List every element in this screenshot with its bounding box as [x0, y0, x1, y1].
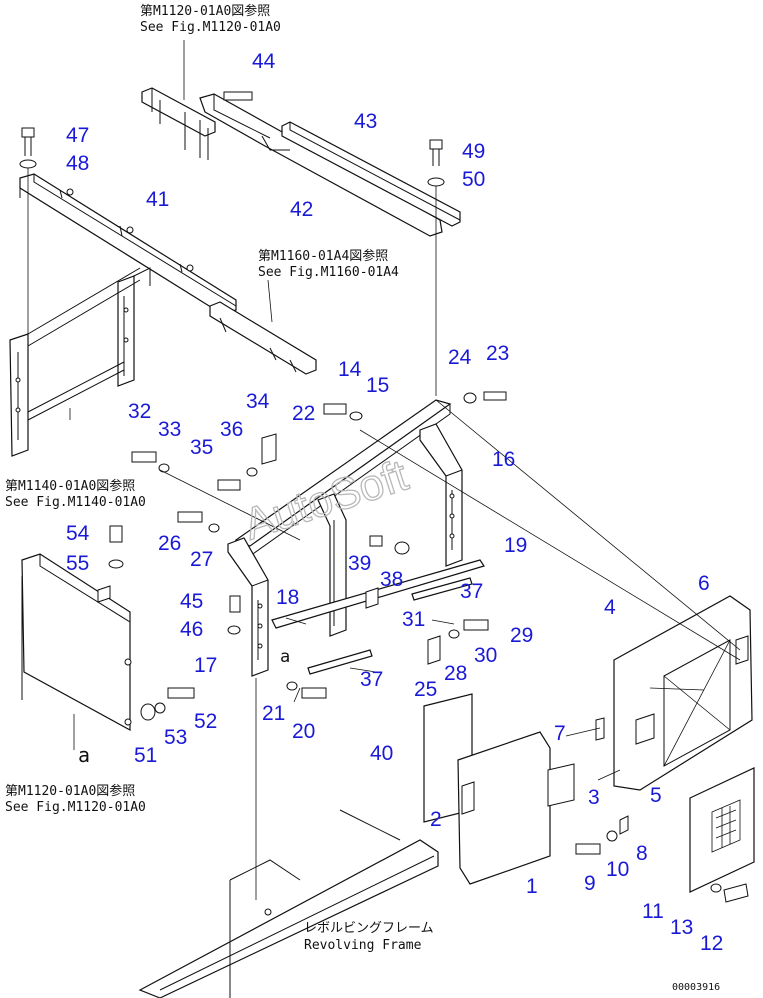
watermark: AutoSoft	[238, 451, 414, 550]
marker-a-upper: a	[280, 647, 290, 667]
callout-46: 46	[180, 618, 203, 641]
callout-30: 30	[474, 644, 497, 667]
callout-48: 48	[66, 152, 89, 175]
ref-top-jp: 第M1120-01A0図参照	[140, 3, 270, 19]
ref-left-jp: 第M1140-01A0図参照	[5, 478, 135, 494]
callout-6: 6	[698, 572, 710, 595]
callout-27: 27	[190, 548, 213, 571]
callout-11: 11	[642, 900, 664, 923]
callout-35: 35	[190, 436, 213, 459]
ref-top-en: See Fig.M1120-01A0	[140, 20, 281, 35]
callout-18: 18	[276, 586, 299, 609]
callout-8: 8	[636, 842, 648, 865]
callout-50: 50	[462, 168, 485, 191]
revolving-frame	[138, 809, 439, 998]
drawing-code: 00003916	[672, 982, 720, 993]
callout-20: 20	[292, 720, 315, 743]
ref-mid-jp: 第M1160-01A4図参照	[258, 248, 388, 264]
callout-31: 31	[402, 608, 425, 631]
callout-3: 3	[588, 786, 600, 809]
callout-44: 44	[252, 50, 276, 73]
callout-14: 14	[338, 358, 362, 381]
grille-panel	[689, 767, 755, 893]
ref-mid-en: See Fig.M1160-01A4	[258, 265, 399, 280]
callout-2: 2	[430, 808, 442, 831]
callout-43: 43	[354, 110, 377, 133]
top-rail-assembly	[141, 87, 461, 237]
mid-rail-ref	[209, 301, 317, 375]
callout-1: 1	[526, 875, 538, 898]
callout-42: 42	[290, 198, 313, 221]
callout-26: 26	[158, 532, 181, 555]
callout-15: 15	[366, 374, 389, 397]
ref-bottom-en: See Fig.M1120-01A0	[5, 800, 146, 815]
callout-13: 13	[670, 916, 693, 939]
callout-38: 38	[380, 568, 403, 591]
ref-bottom-jp: 第M1120-01A0図参照	[5, 783, 135, 799]
right-hood-panel	[595, 595, 753, 791]
callout-45: 45	[180, 590, 203, 613]
callout-32: 32	[128, 400, 151, 423]
callout-24: 24	[448, 346, 472, 369]
callout-55: 55	[66, 552, 89, 575]
callout-54: 54	[66, 522, 90, 545]
left-side-panel	[21, 553, 132, 732]
callout-52: 52	[194, 710, 217, 733]
leader-lines	[69, 40, 741, 900]
callout-36: 36	[220, 418, 243, 441]
callout-47: 47	[66, 124, 89, 147]
callout-9: 9	[584, 872, 596, 895]
callout-16: 16	[492, 448, 515, 471]
ref-left-en: See Fig.M1140-01A0	[5, 495, 146, 510]
callout-49: 49	[462, 140, 485, 163]
callout-22: 22	[292, 402, 315, 425]
callout-7: 7	[554, 722, 566, 745]
ref-frame-en: Revolving Frame	[304, 938, 422, 953]
callout-51: 51	[134, 744, 157, 767]
bolts-upper	[19, 127, 445, 396]
callout-25: 25	[414, 678, 437, 701]
callout-53: 53	[164, 726, 187, 749]
hardware	[108, 391, 749, 903]
marker-a-lower: a	[78, 743, 90, 767]
callout-37-upper: 37	[460, 580, 483, 603]
callout-17: 17	[194, 654, 217, 677]
callout-10: 10	[606, 858, 629, 881]
left-hood-frame	[9, 267, 151, 457]
callout-5: 5	[650, 784, 662, 807]
callout-21: 21	[262, 702, 285, 725]
callout-12: 12	[700, 932, 723, 955]
callout-28: 28	[444, 662, 467, 685]
ref-frame-jp: レボルビングフレーム	[304, 921, 434, 936]
callout-19: 19	[504, 534, 527, 557]
center-frame	[227, 399, 485, 677]
callout-37-lower: 37	[360, 668, 383, 691]
callout-39: 39	[348, 552, 371, 575]
callout-numbers: 1 2 3 4 5 6 7 8 9 10 11 12 13 14 15 16 1…	[66, 50, 723, 955]
callout-29: 29	[510, 624, 533, 647]
callout-23: 23	[486, 342, 509, 365]
callout-41: 41	[146, 188, 169, 211]
callout-40: 40	[370, 742, 393, 765]
callout-33: 33	[158, 418, 181, 441]
callout-34: 34	[246, 390, 270, 413]
callout-4: 4	[604, 596, 616, 619]
door-and-panel	[423, 693, 575, 885]
